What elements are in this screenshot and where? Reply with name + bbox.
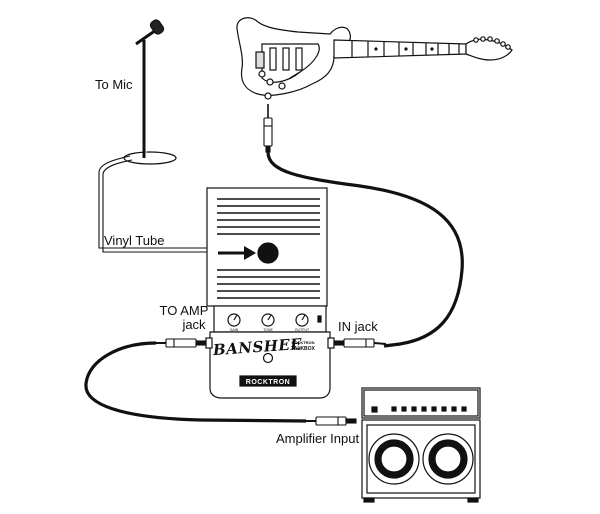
pedal-subtitle-line2: TALKBOX (291, 346, 315, 352)
amplifier (361, 387, 481, 503)
amp-head (361, 387, 481, 419)
vinyl-tube (98, 155, 265, 249)
amplifier-input-plug (306, 416, 357, 426)
brand-plate (239, 375, 297, 387)
pedal-knobs (227, 313, 309, 327)
talkbox-pedal (205, 187, 335, 399)
mic-stand-base (123, 151, 177, 165)
vinyl-tube-label: Vinyl Tube (104, 233, 165, 248)
to-amp-plug (156, 338, 207, 348)
electric-guitar (236, 17, 513, 100)
amplifier-input-label: Amplifier Input (276, 431, 360, 446)
to-amp-jack (205, 337, 213, 349)
mic-head (149, 19, 165, 35)
pedal-subtitle-line1: ROCKTRON (291, 340, 314, 345)
footswitch (262, 352, 274, 364)
to-amp-jack-label: TO AMP jack (152, 304, 216, 332)
in-jack-label: IN jack (338, 319, 378, 334)
to-amp-label-line2: jack (182, 317, 206, 332)
in-jack (327, 337, 335, 349)
microphone-stand (123, 19, 177, 165)
knob-label-gain: GAIN (230, 328, 239, 332)
guitar-output-jack (264, 92, 272, 100)
pedal-grill-lines (217, 198, 320, 299)
pedal-brand: ROCKTRON (246, 379, 290, 386)
guitar-to-in-jack-cable (266, 151, 464, 348)
knob-label-tone: TONE (263, 328, 273, 332)
guitar-neck (333, 39, 467, 59)
in-jack-plug (333, 338, 387, 348)
pedal-to-amp-cable (84, 341, 307, 423)
knob-label-output: OUTPUT (295, 328, 310, 332)
to-mic-label: To Mic (95, 77, 133, 92)
tube-output-port (257, 242, 279, 264)
guitar-cable-plug (263, 104, 273, 153)
amp-head-knobs (391, 406, 467, 412)
to-amp-label-line1: TO AMP (159, 303, 209, 318)
